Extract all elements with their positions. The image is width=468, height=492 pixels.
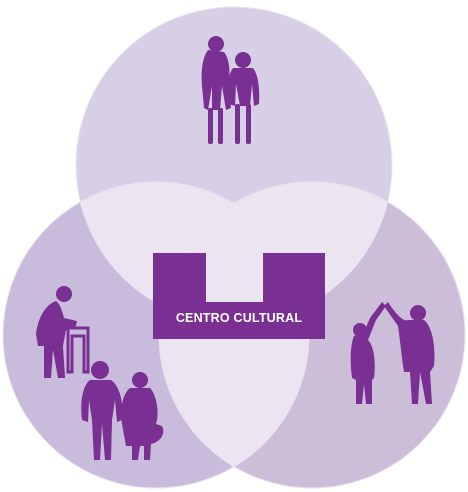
center-u-shape — [153, 253, 325, 339]
centro-cultural-block: CENTRO CULTURAL — [153, 253, 325, 339]
overlap-left-right — [159, 182, 309, 488]
center-label: CENTRO CULTURAL — [176, 311, 303, 325]
elderly-couple-with-walker-icon — [36, 286, 164, 460]
child-and-adult-holding-hands-icon — [350, 302, 435, 404]
mother-child-figures-icon — [201, 36, 260, 144]
